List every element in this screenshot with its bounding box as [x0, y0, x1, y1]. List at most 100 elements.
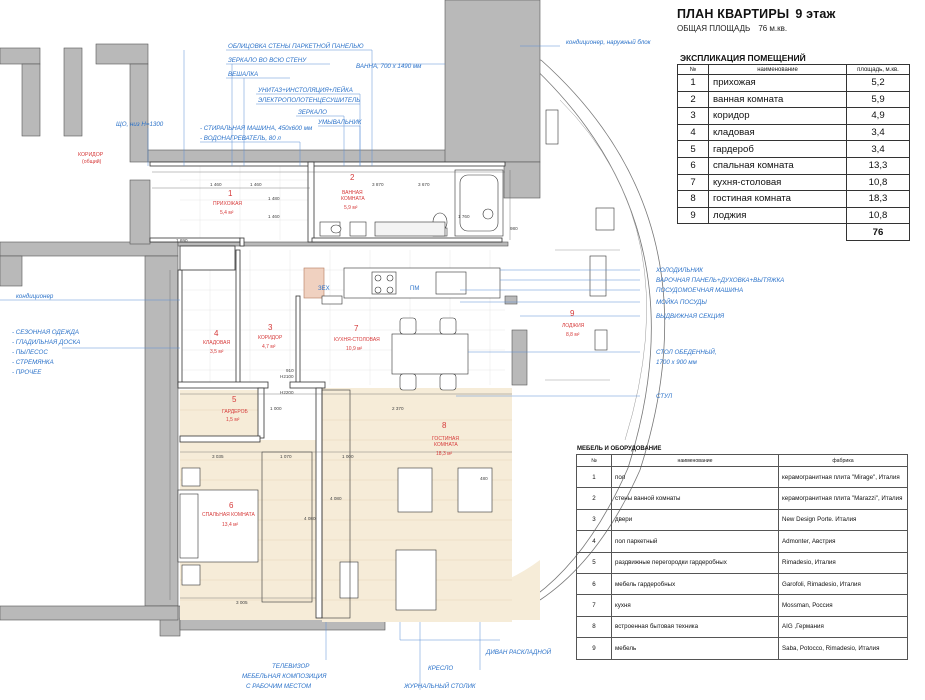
callout-ac-unit: кондиционер, наружный блок [566, 39, 652, 46]
svg-text:КОРИДОР: КОРИДОР [78, 152, 104, 158]
svg-text:1 460: 1 460 [250, 182, 262, 187]
svg-text:18,3 м²: 18,3 м² [436, 451, 453, 457]
svg-text:4,7 м²: 4,7 м² [262, 344, 276, 350]
svg-text:9: 9 [570, 309, 575, 318]
room-label-5: 5 ГАРДЕРОБ 1,5 м² [222, 395, 249, 423]
svg-text:13,4 м²: 13,4 м² [222, 522, 239, 528]
col-maker: фабрика [778, 454, 908, 467]
callout-table-size: 1700 х 900 мм [656, 359, 698, 366]
col-number: № [677, 64, 709, 75]
col-name: наименование [708, 64, 847, 75]
svg-text:H2200: H2200 [280, 390, 294, 395]
svg-text:5,9 м²: 5,9 м² [344, 205, 358, 211]
svg-text:КОМНАТА: КОМНАТА [434, 442, 458, 448]
dimension-labels: 1 460 1 460 3 870 3 670 1 760 1 480 1 00… [176, 182, 518, 605]
room-label-9: 9 ЛОДЖИЯ 8,8 м² [562, 309, 585, 338]
svg-text:1 690: 1 690 [176, 238, 188, 243]
svg-text:ЛОДЖИЯ: ЛОДЖИЯ [562, 323, 585, 329]
wardrobe-floor [180, 390, 258, 440]
svg-text:- СТРЕМЯНКА: - СТРЕМЯНКА [12, 359, 54, 366]
svg-text:3 005: 3 005 [236, 600, 248, 605]
col-name: наименование [611, 454, 779, 467]
room-label-3: 3 КОРИДОР 4,7 м² [258, 323, 283, 350]
bathroom-fixtures [319, 169, 504, 237]
svg-text:2: 2 [350, 173, 355, 182]
room-label-6: 6 СПАЛЬНАЯ КОМНАТА 13,4 м² [202, 501, 256, 528]
svg-text:- ПРОЧЕЕ: - ПРОЧЕЕ [12, 369, 42, 376]
interior-walls [149, 161, 506, 619]
furniture-title: МЕБЕЛЬ И ОБОРУДОВАНИЕ [577, 446, 662, 452]
callout-leaders [0, 45, 640, 690]
svg-text:1 000: 1 000 [270, 406, 282, 411]
room-label-2: 2 ВАННАЯ КОМНАТА 5,9 м² [341, 173, 365, 211]
total-row: 76 [678, 223, 910, 241]
svg-text:1 480: 1 480 [268, 196, 280, 201]
svg-text:1 760: 1 760 [458, 214, 470, 219]
svg-text:КОМНАТА: КОМНАТА [341, 196, 365, 202]
callout-parquet-panel: ОБЛИЦОВКА СТЕНЫ ПАРКЕТНОЙ ПАНЕЛЬЮ [228, 42, 364, 50]
svg-text:1 460: 1 460 [210, 182, 222, 187]
callout-towel: ЭЛЕКТРОПОЛОТЕНЦЕСУШИТЕЛЬ [258, 97, 360, 104]
room-label-8: 8 ГОСТИНАЯ КОМНАТА 18,3 м² [432, 421, 459, 457]
svg-text:480: 480 [480, 476, 488, 481]
svg-text:4 080: 4 080 [304, 516, 316, 521]
svg-text:ПРИХОЖАЯ: ПРИХОЖАЯ [213, 201, 242, 207]
svg-text:КЛАДОВАЯ: КЛАДОВАЯ [203, 340, 230, 346]
svg-text:(общий): (общий) [82, 158, 102, 165]
callout-media2: С РАБОЧИМ МЕСТОМ [246, 683, 312, 690]
callout-fridge: ХОЛОДИЛЬНИК [655, 267, 703, 274]
callout-toilet: УНИТАЗ+ИНСТОЛЯЦИЯ+ЛЕЙКА [257, 86, 353, 94]
callout-dish-sink: МОЙКА ПОСУДЫ [656, 298, 707, 306]
svg-text:3 035: 3 035 [212, 454, 224, 459]
callout-drawer: ВЫДВИЖНАЯ СЕКЦИЯ [656, 313, 725, 320]
callout-mirror-wall: ЗЕРКАЛО ВО ВСЮ СТЕНУ [228, 57, 307, 64]
common-corridor-label: КОРИДОР (общий) [78, 152, 104, 165]
svg-text:6: 6 [229, 501, 234, 510]
callout-heater: - ВОДОНАГРЕВАТЕЛЬ, 80 л [200, 135, 281, 142]
svg-text:ГОСТИНАЯ: ГОСТИНАЯ [432, 436, 459, 442]
living-floor-curve [440, 560, 540, 620]
svg-text:7: 7 [354, 324, 359, 333]
callout-chair: СТУЛ [656, 393, 673, 400]
col-area: площадь, м.кв. [846, 64, 910, 75]
callout-media1: МЕБЕЛЬНАЯ КОМПОЗИЦИЯ [242, 673, 327, 680]
svg-text:- СЕЗОННАЯ ОДЕЖДА: - СЕЗОННАЯ ОДЕЖДА [12, 329, 79, 336]
svg-text:8: 8 [442, 421, 447, 430]
callout-mirror: ЗЕРКАЛО [298, 109, 327, 116]
svg-text:КОРИДОР: КОРИДОР [258, 335, 283, 341]
bedroom-furniture [177, 451, 313, 603]
svg-text:10,9 м²: 10,9 м² [346, 346, 363, 352]
room-label-4: 4 КЛАДОВАЯ 3,5 м² [203, 329, 230, 355]
svg-text:4 080: 4 080 [330, 496, 342, 501]
room-label-7: 7 КУХНЯ-СТОЛОВАЯ 10,9 м² [334, 324, 380, 352]
col-number: № [576, 454, 612, 467]
callout-hob: ВАРОЧНАЯ ПАНЕЛЬ+ДУХОВКА+ВЫТЯЖКА [656, 277, 784, 284]
callout-sink: УМЫВАЛЬНИК [317, 119, 362, 126]
loggia-arc-detail [545, 99, 647, 441]
hob-marker: ЗЕХ [318, 286, 330, 292]
callout-tv: ТЕЛЕВИЗОР [272, 663, 310, 670]
callout-hanger: ВЕШАЛКА [228, 71, 258, 78]
svg-text:1,5 м²: 1,5 м² [226, 417, 240, 423]
svg-text:- ПЫЛЕСОС: - ПЫЛЕСОС [12, 349, 48, 356]
callout-washer: - СТИРАЛЬНАЯ МАШИНА, 450х600 мм [200, 125, 313, 132]
kitchen-units [303, 267, 501, 305]
svg-text:5,4 м²: 5,4 м² [220, 210, 234, 216]
svg-text:1 460: 1 460 [268, 214, 280, 219]
room-label-1: 1 ПРИХОЖАЯ 5,4 м² [213, 189, 242, 216]
